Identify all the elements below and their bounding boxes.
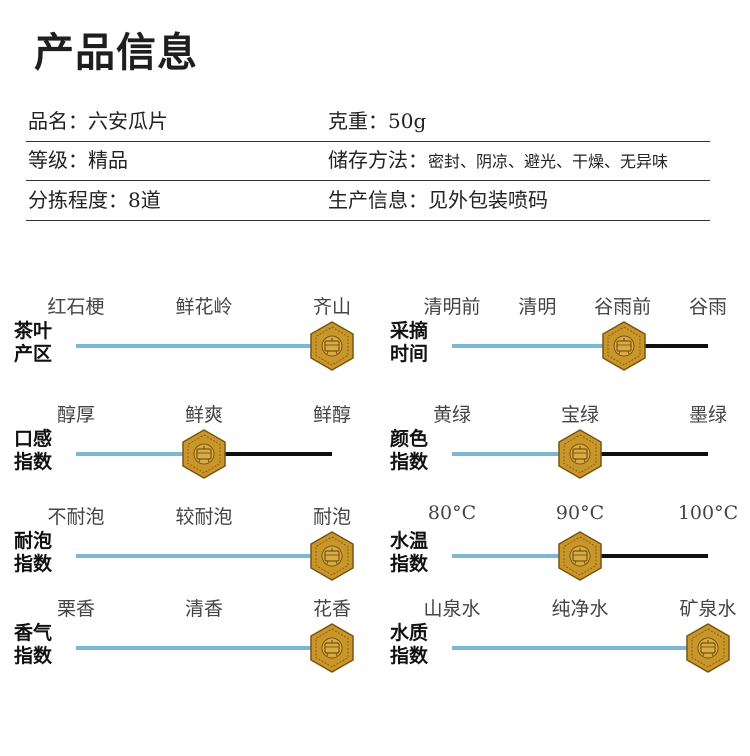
scale-label-line: 口感 bbox=[14, 428, 53, 450]
scale-option: 较耐泡 bbox=[175, 506, 233, 528]
scale-option: 谷雨 bbox=[688, 296, 728, 318]
scale-option: 山泉水 bbox=[423, 598, 481, 620]
scale-label: 茶叶产区 bbox=[14, 320, 74, 366]
scale-label-line: 指数 bbox=[390, 645, 429, 667]
scale-label-line: 茶叶 bbox=[14, 320, 53, 342]
scale-option: 清明 bbox=[518, 296, 557, 318]
sorting-level: 分拣程度：8道 bbox=[28, 188, 161, 212]
scale-option: 墨绿 bbox=[688, 404, 728, 426]
scale-track-filled bbox=[452, 554, 580, 558]
scale-block: 香气指数栗香清香花香 bbox=[14, 594, 354, 704]
scale-block: 颜色指数黄绿宝绿墨绿 bbox=[390, 400, 730, 510]
scale-track-remaining bbox=[580, 452, 708, 456]
info-row-2: 等级：精品 储存方法：密封、阴凉、避光、干燥、无异味 bbox=[26, 140, 710, 181]
scale-option: 矿泉水 bbox=[679, 598, 737, 620]
scale-option: 鲜醇 bbox=[312, 404, 352, 426]
hexagon-seal-icon bbox=[310, 321, 354, 371]
storage-value: 密封、阴凉、避光、干燥、无异味 bbox=[428, 152, 669, 171]
scale-label: 水质指数 bbox=[390, 622, 450, 668]
scale-option: 黄绿 bbox=[432, 404, 472, 426]
scale-label-line: 香气 bbox=[14, 622, 53, 644]
scale-label-line: 指数 bbox=[14, 451, 53, 473]
scale-option: 清明前 bbox=[423, 296, 481, 318]
scale-track-filled bbox=[76, 554, 332, 558]
scale-label: 水温指数 bbox=[390, 530, 450, 576]
hexagon-seal-icon bbox=[558, 429, 602, 479]
scale-label-line: 指数 bbox=[390, 553, 429, 575]
scale-label-line: 时间 bbox=[390, 343, 429, 365]
scale-option: 80°C bbox=[427, 502, 477, 524]
scale-option: 鲜爽 bbox=[184, 404, 224, 426]
scale-option: 红石梗 bbox=[47, 296, 105, 318]
scale-option: 谷雨前 bbox=[594, 296, 652, 318]
scale-label: 颜色指数 bbox=[390, 428, 450, 474]
scale-label-line: 指数 bbox=[14, 645, 53, 667]
hexagon-seal-icon bbox=[310, 531, 354, 581]
scale-block: 水质指数山泉水纯净水矿泉水 bbox=[390, 594, 737, 704]
scale-label-line: 采摘 bbox=[390, 320, 429, 342]
scale-track-remaining bbox=[623, 344, 708, 348]
scale-label-line: 指数 bbox=[390, 451, 429, 473]
scale-track-remaining bbox=[580, 554, 708, 558]
scale-block: 水温指数 80°C 90°C 100°C bbox=[390, 502, 738, 612]
hexagon-seal-icon bbox=[182, 429, 226, 479]
scale-label: 口感指数 bbox=[14, 428, 74, 474]
scale-option: 鲜花岭 bbox=[175, 296, 233, 318]
scale-label-line: 颜色 bbox=[390, 428, 429, 450]
scale-option: 栗香 bbox=[56, 598, 96, 620]
scale-option: 宝绿 bbox=[560, 404, 600, 426]
scale-block: 茶叶产区红石梗鲜花岭齐山 bbox=[14, 292, 354, 402]
grade: 等级：精品 bbox=[28, 148, 128, 172]
hexagon-seal-icon bbox=[601, 321, 646, 371]
scale-option: 纯净水 bbox=[551, 598, 609, 620]
scale-label-line: 产区 bbox=[14, 343, 53, 365]
scale-option: 花香 bbox=[312, 598, 352, 620]
scale-label-line: 指数 bbox=[14, 553, 53, 575]
scale-track-filled bbox=[452, 452, 580, 456]
scale-track-filled bbox=[76, 646, 332, 650]
scale-option: 齐山 bbox=[312, 296, 352, 318]
net-weight: 克重：50g bbox=[328, 109, 427, 133]
info-row-3: 分拣程度：8道 生产信息：见外包装喷码 bbox=[26, 180, 710, 221]
storage-label: 储存方法： bbox=[328, 148, 428, 172]
scale-option: 100°C bbox=[677, 502, 739, 524]
scale-option: 清香 bbox=[184, 598, 224, 620]
scale-option: 耐泡 bbox=[312, 506, 352, 528]
scale-track-filled bbox=[452, 344, 624, 348]
storage-method: 储存方法：密封、阴凉、避光、干燥、无异味 bbox=[328, 140, 668, 180]
scale-option: 不耐泡 bbox=[47, 506, 105, 528]
product-name: 品名：六安瓜片 bbox=[28, 109, 168, 133]
scale-label-line: 水质 bbox=[390, 622, 429, 644]
scale-track-remaining bbox=[204, 452, 332, 456]
scale-track-filled bbox=[76, 344, 332, 348]
scale-track-filled bbox=[452, 646, 708, 650]
scale-option: 醇厚 bbox=[56, 404, 96, 426]
scale-block: 耐泡指数不耐泡较耐泡耐泡 bbox=[14, 502, 354, 612]
page-title: 产品信息 bbox=[34, 29, 198, 76]
scale-block: 采摘时间清明前清明谷雨前谷雨 bbox=[390, 292, 730, 402]
scale-label: 香气指数 bbox=[14, 622, 74, 668]
info-row-1: 品名：六安瓜片 克重：50g bbox=[26, 101, 710, 142]
hexagon-seal-icon bbox=[558, 531, 602, 581]
production-info: 生产信息：见外包装喷码 bbox=[328, 188, 548, 212]
hexagon-seal-icon bbox=[686, 623, 730, 673]
scale-label: 采摘时间 bbox=[390, 320, 450, 366]
hexagon-seal-icon bbox=[310, 623, 354, 673]
scale-label-line: 水温 bbox=[390, 530, 429, 552]
scale-track-filled bbox=[76, 452, 204, 456]
scale-block: 口感指数醇厚鲜爽鲜醇 bbox=[14, 400, 354, 510]
scale-label: 耐泡指数 bbox=[14, 530, 74, 576]
scale-option: 90°C bbox=[555, 502, 605, 524]
scale-label-line: 耐泡 bbox=[14, 530, 53, 552]
